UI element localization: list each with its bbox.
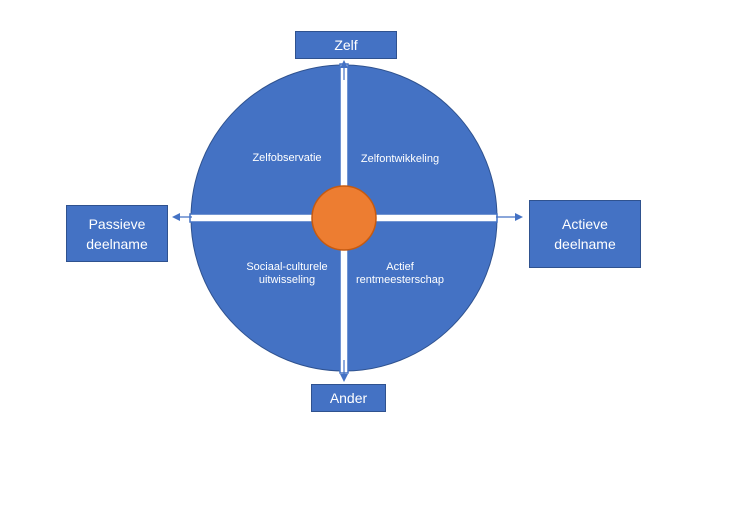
quadrant-label-top-right: Zelfontwikkeling	[360, 153, 440, 165]
axis-box-bottom: Ander	[311, 384, 386, 412]
axis-box-right: Actieve deelname	[529, 200, 641, 268]
quadrant-label-top-left: Zelfobservatie	[252, 152, 322, 164]
center-circle	[311, 185, 377, 251]
axis-box-top: Zelf	[295, 31, 397, 59]
axis-label-left: Passieve deelname	[86, 215, 148, 252]
axis-box-left: Passieve deelname	[66, 205, 168, 262]
axis-label-top: Zelf	[334, 37, 358, 53]
axis-label-right: Actieve deelname	[554, 216, 616, 252]
quadrant-label-bottom-right: Actief rentmeesterschap	[355, 261, 445, 286]
quadrant-label-bottom-left: Sociaal-culturele uitwisseling	[246, 261, 328, 286]
axis-label-bottom: Ander	[329, 390, 368, 406]
